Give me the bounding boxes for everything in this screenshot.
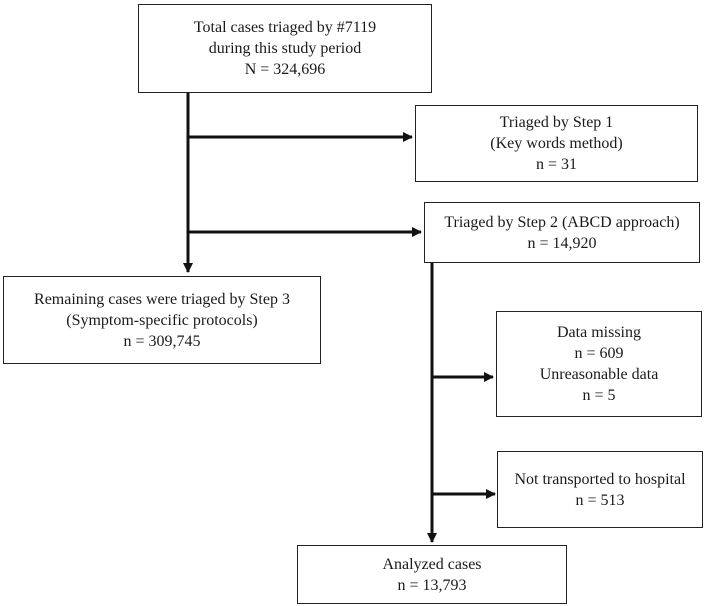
data-missing-box: Data missing n = 609 Unreasonable data n…	[496, 311, 702, 417]
total-cases-line2: during this study period	[208, 40, 362, 57]
not-transported-box: Not transported to hospital n = 513	[497, 451, 703, 528]
analyzed-count: n = 13,793	[397, 576, 467, 594]
missing-label: Data missing	[557, 324, 641, 341]
analyzed-label: Analyzed cases	[382, 555, 482, 573]
unreasonable-label: Unreasonable data	[539, 366, 659, 383]
step1-title: Triaged by Step 1	[499, 114, 614, 131]
step1-count: n = 31	[535, 156, 578, 173]
analyzed-cases-box: Analyzed cases n = 13,793	[297, 545, 567, 604]
step1-method: (Key words method)	[490, 135, 623, 152]
step2-count: n = 14,920	[527, 234, 597, 252]
step2-title: Triaged by Step 2 (ABCD approach)	[444, 213, 680, 231]
step3-protocol: (Symptom-specific protocols)	[66, 311, 258, 329]
total-cases-count: N = 324,696	[244, 61, 326, 78]
total-cases-line1: Total cases triaged by #7119	[193, 19, 377, 36]
total-cases-box: Total cases triaged by #7119 during this…	[138, 4, 432, 93]
step3-count: n = 309,745	[123, 332, 201, 350]
step3-box: Remaining cases were triaged by Step 3 (…	[3, 276, 321, 364]
unreasonable-count: n = 5	[582, 387, 616, 404]
step1-box: Triaged by Step 1 (Key words method) n =…	[415, 105, 698, 182]
step3-title: Remaining cases were triaged by Step 3	[34, 290, 290, 308]
not-transported-label: Not transported to hospital	[514, 470, 686, 488]
missing-count: n = 609	[574, 345, 624, 362]
not-transported-count: n = 513	[575, 491, 625, 509]
step2-box: Triaged by Step 2 (ABCD approach) n = 14…	[424, 202, 700, 263]
